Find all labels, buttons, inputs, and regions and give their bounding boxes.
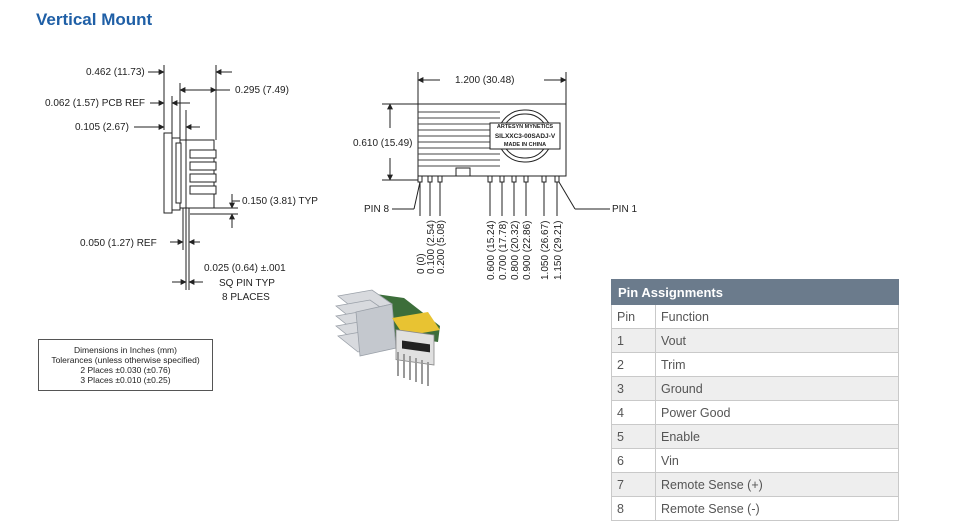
label-origin: MADE IN CHINA bbox=[504, 142, 546, 148]
dim-height-label: 0.610 (15.49) bbox=[353, 138, 413, 149]
front-view-pins bbox=[417, 175, 560, 216]
pin-number: 1 bbox=[611, 328, 656, 353]
dim-overall-label: 0.462 (11.73) bbox=[86, 67, 145, 78]
pin-number: 3 bbox=[611, 376, 656, 401]
label-model: SILXXC3-00SADJ-V bbox=[495, 133, 556, 140]
pin-number: 4 bbox=[611, 400, 656, 425]
header-function: Function bbox=[655, 304, 899, 329]
pin-function: Remote Sense (+) bbox=[655, 472, 899, 497]
front-view bbox=[382, 72, 610, 216]
pin-number: 7 bbox=[611, 472, 656, 497]
pin-number: 5 bbox=[611, 424, 656, 449]
dim-pcb-ref-label: 0.062 (1.57) PCB REF bbox=[45, 98, 145, 109]
pin-number: 8 bbox=[611, 496, 656, 521]
table-row: 8 Remote Sense (-) bbox=[611, 496, 899, 521]
table-row: 3 Ground bbox=[611, 376, 899, 401]
pin-pos-label: 0.900 (22.86) bbox=[522, 221, 533, 281]
table-header-row: Pin Function bbox=[611, 304, 899, 329]
pin-pos-label: 0.100 (2.54) bbox=[426, 220, 437, 274]
pin-note-line-1: 0.025 (0.64) ±.001 bbox=[204, 263, 286, 274]
pin-function: Enable bbox=[655, 424, 899, 449]
pin-note-line-3: 8 PLACES bbox=[222, 292, 270, 303]
pin-function: Trim bbox=[655, 352, 899, 377]
dim-0050-label: 0.050 (1.27) REF bbox=[80, 238, 157, 249]
table-row: 4 Power Good bbox=[611, 400, 899, 425]
pin-note-line-2: SQ PIN TYP bbox=[219, 278, 275, 289]
dim-width-label: 1.200 (30.48) bbox=[455, 75, 515, 86]
dimensions-note-box: Dimensions in Inches (mm) Tolerances (un… bbox=[38, 339, 213, 391]
dimensions-note-line: Dimensions in Inches (mm) bbox=[74, 345, 177, 355]
pin-pos-label: 0.700 (17.78) bbox=[498, 221, 509, 281]
pin-function: Vin bbox=[655, 448, 899, 473]
pin-number: 6 bbox=[611, 448, 656, 473]
dimensions-note-line: 2 Places ±0.030 (±0.76) bbox=[80, 365, 171, 375]
pin-function: Vout bbox=[655, 328, 899, 353]
table-row: 5 Enable bbox=[611, 424, 899, 449]
table-row: 2 Trim bbox=[611, 352, 899, 377]
dim-0150-label: 0.150 (3.81) TYP bbox=[242, 196, 318, 207]
pin-function: Power Good bbox=[655, 400, 899, 425]
table-title: Pin Assignments bbox=[611, 279, 899, 305]
section-heading: Vertical Mount bbox=[36, 10, 153, 29]
table-row: 1 Vout bbox=[611, 328, 899, 353]
pin-pos-label: 0.600 (15.24) bbox=[486, 221, 497, 281]
header-pin: Pin bbox=[611, 304, 656, 329]
pin-pos-label: 0.200 (5.08) bbox=[436, 220, 447, 274]
dimensions-note-line: Tolerances (unless otherwise specified) bbox=[51, 355, 200, 365]
pin-pos-label: 1.150 (29.21) bbox=[553, 221, 564, 281]
pin1-label: PIN 1 bbox=[612, 204, 637, 215]
front-view-labels: 1.200 (30.48) 0.610 (15.49) PIN 8 PIN 1 bbox=[353, 75, 637, 215]
pin-function: Ground bbox=[655, 376, 899, 401]
pin-number: 2 bbox=[611, 352, 656, 377]
side-view-labels: 0.462 (11.73) 0.295 (7.49) 0.062 (1.57) … bbox=[45, 67, 318, 303]
product-photo bbox=[335, 289, 440, 386]
pin8-label: PIN 8 bbox=[364, 204, 389, 215]
pin-function: Remote Sense (-) bbox=[655, 496, 899, 521]
side-view bbox=[134, 65, 240, 290]
pin-pos-label: 0.800 (20.32) bbox=[510, 221, 521, 281]
pin-position-labels: 0 (0) 0.100 (2.54) 0.200 (5.08) 0.600 (1… bbox=[416, 220, 564, 280]
dim-0295-label: 0.295 (7.49) bbox=[235, 85, 289, 96]
dim-0105-label: 0.105 (2.67) bbox=[75, 122, 129, 133]
pin-pos-label: 1.050 (26.67) bbox=[540, 221, 551, 281]
dimensions-note-line: 3 Places ±0.010 (±0.25) bbox=[80, 375, 171, 385]
table-row: 6 Vin bbox=[611, 448, 899, 473]
table-row: 7 Remote Sense (+) bbox=[611, 472, 899, 497]
pin-assignments-table: Pin Assignments Pin Function 1 Vout 2 Tr… bbox=[611, 279, 899, 521]
pin-pos-label: 0 (0) bbox=[416, 253, 427, 274]
front-view-label-text: ARTESYN MYNETICS SILXXC3-00SADJ-V MADE I… bbox=[495, 124, 556, 148]
label-brand: ARTESYN MYNETICS bbox=[497, 124, 554, 130]
